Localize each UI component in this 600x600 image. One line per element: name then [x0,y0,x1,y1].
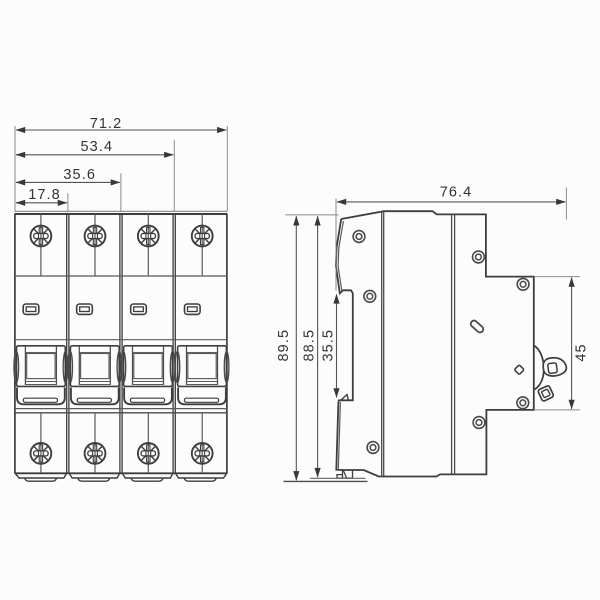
svg-text:17.8: 17.8 [28,187,61,203]
svg-text:89.5: 89.5 [276,329,292,362]
svg-text:88.5: 88.5 [302,329,318,362]
svg-text:53.4: 53.4 [80,139,113,155]
svg-text:45: 45 [574,343,590,361]
svg-text:35.6: 35.6 [63,167,96,183]
svg-text:76.4: 76.4 [440,185,473,201]
svg-text:35.5: 35.5 [320,329,336,362]
svg-text:71.2: 71.2 [90,116,123,132]
